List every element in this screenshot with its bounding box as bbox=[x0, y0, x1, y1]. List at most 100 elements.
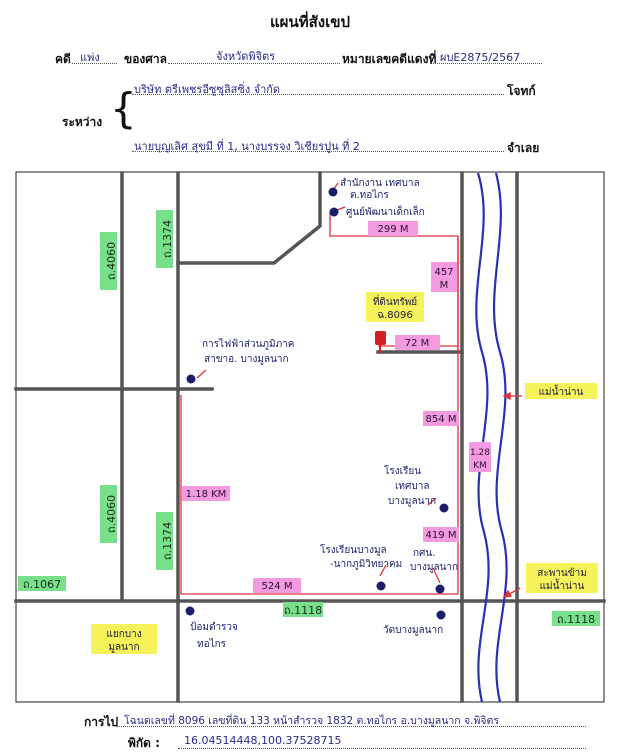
distance-457-unit: M bbox=[440, 280, 449, 291]
police-label-line1: ป้อมตำรวจ bbox=[190, 621, 238, 633]
coords-value: 16.04514448,100.37528715 bbox=[184, 734, 342, 747]
school1-label-line1: โรงเรียน bbox=[384, 464, 421, 477]
court-name-value: จังหวัดพิจิตร bbox=[216, 50, 276, 63]
distance-72: 72 M bbox=[405, 338, 430, 349]
d854-box bbox=[423, 411, 459, 426]
parcel-label-line2: ฉ.8096 bbox=[377, 310, 412, 321]
temple-label: วัดบางมูลนาก bbox=[383, 625, 443, 636]
child-center-marker bbox=[329, 207, 339, 217]
distance-419: 419 M bbox=[426, 530, 457, 541]
road-1374-top-box bbox=[156, 210, 173, 268]
school2-label-line2: -นากภูมิวิทยาคม bbox=[330, 559, 402, 570]
road-1374-bottom-box bbox=[156, 512, 173, 570]
office-label-line1: สำนักงาน เทศบาล bbox=[340, 178, 420, 189]
school2-label-line1: โรงเรียนบางมูล bbox=[320, 543, 387, 556]
coords-label: พิกัด : bbox=[128, 736, 160, 750]
office2-marker bbox=[435, 584, 445, 594]
d118-box bbox=[182, 486, 230, 501]
distance-118: 1.18 KM bbox=[186, 489, 227, 500]
bridge-box bbox=[526, 563, 598, 593]
office-label-line2: ต.ทอไกร bbox=[350, 189, 389, 201]
plaintiff-label: โจทก์ bbox=[507, 84, 536, 98]
junction-label-line1: แยกบาง bbox=[106, 629, 141, 640]
parcel-label-line1: ที่ดินทรัพย์ bbox=[373, 294, 417, 308]
road-1118-right-label: ถ.1118 bbox=[557, 613, 595, 626]
between-label: ระหว่าง bbox=[62, 115, 103, 129]
diagonal-road bbox=[176, 171, 322, 265]
road-1118-center-label: ถ.1118 bbox=[284, 604, 322, 617]
school1-label-line2: เทศบาล bbox=[395, 481, 429, 492]
coords-line bbox=[178, 748, 586, 749]
office2-label-line2: บางมูลนาก bbox=[410, 562, 458, 573]
road-1067-label: ถ.1067 bbox=[23, 578, 61, 591]
road-4060-bottom-label: ถ.4060 bbox=[105, 495, 118, 533]
court-label: ของศาล bbox=[124, 52, 167, 66]
d524-box bbox=[253, 578, 301, 593]
electric-label-line1: การไฟฟ้าส่วนภูมิภาค bbox=[202, 338, 294, 350]
d457-box bbox=[431, 262, 457, 292]
d72-box bbox=[395, 335, 440, 350]
child-center-label: ศูนย์พัฒนาเด็กเล็ก bbox=[346, 204, 425, 218]
bridge-label-line1: สะพานข้าม bbox=[537, 567, 587, 579]
plaintiff-line bbox=[132, 94, 504, 95]
police-label-line2: ทอไกร bbox=[197, 638, 227, 650]
road-1374-bottom-label: ถ.1374 bbox=[161, 522, 174, 560]
bridge-label-line2: แม่น้ำน่าน bbox=[540, 578, 585, 592]
map-frame bbox=[15, 171, 605, 703]
road-1374-top-label: ถ.1374 bbox=[161, 220, 174, 258]
school2-marker bbox=[376, 581, 386, 591]
arrows bbox=[196, 182, 522, 598]
junction-box bbox=[91, 624, 157, 654]
distance-128-number: 1.28 bbox=[470, 448, 490, 458]
red-number-label: หมายเลขคดีแดงที่ bbox=[342, 52, 437, 66]
directions-line bbox=[116, 726, 586, 727]
red-number-line bbox=[430, 63, 542, 64]
distance-457-number: 457 bbox=[434, 267, 453, 278]
office-marker bbox=[328, 187, 338, 197]
river-label: แม่น้ำน่าน bbox=[539, 384, 584, 398]
case-type-line bbox=[72, 63, 117, 64]
distance-299: 299 M bbox=[378, 224, 409, 235]
plaintiff-value: บริษัท ตรีเพชรอีซูซุลิสซิ่ง จำกัด bbox=[134, 83, 281, 96]
junction-label-line2: มูลนาก bbox=[108, 642, 139, 653]
directions-label: การไป bbox=[84, 715, 119, 729]
road-4060-top-label: ถ.4060 bbox=[105, 242, 118, 280]
parcel-box bbox=[366, 292, 424, 322]
electric-marker bbox=[186, 374, 196, 384]
office2-label-line1: กศน. bbox=[413, 548, 435, 559]
electric-label-line2: สาขาอ. บางมูลนาก bbox=[204, 354, 289, 365]
police-marker bbox=[185, 606, 195, 616]
defendant-label: จำเลย bbox=[507, 141, 540, 155]
case-label: คดี bbox=[55, 52, 71, 66]
school1-label-line3: บางมูลนาก bbox=[388, 496, 436, 507]
place-highlights bbox=[91, 292, 598, 654]
road-4060-top-box bbox=[100, 232, 117, 290]
road-1118-right-box bbox=[552, 611, 600, 626]
document-title: แผนที่สังเขป bbox=[270, 13, 350, 31]
road-4060-bottom-box bbox=[100, 485, 117, 543]
red-number-value: ผบE2875/2567 bbox=[440, 51, 521, 64]
road-1118-center-box bbox=[283, 602, 323, 617]
case-type-value: แพ่ง bbox=[80, 51, 100, 64]
route-lines bbox=[180, 212, 459, 595]
d128-box bbox=[469, 442, 491, 472]
defendant-line bbox=[132, 151, 504, 152]
road-highlights bbox=[18, 210, 600, 626]
defendant-value: นายบุญเลิศ สุขมี ที่ 1, นางบรรจง วิเชียร… bbox=[134, 140, 360, 153]
school1-marker bbox=[439, 503, 449, 513]
river-box bbox=[525, 383, 597, 399]
d299-box bbox=[368, 221, 418, 236]
court-name-line bbox=[168, 63, 340, 64]
parcel-pin-icon bbox=[375, 331, 386, 353]
distance-highlights bbox=[182, 221, 491, 593]
road-1067-box bbox=[18, 576, 66, 591]
place-markers bbox=[185, 187, 449, 620]
distance-128-unit: KM bbox=[473, 461, 487, 471]
d419-box bbox=[423, 527, 459, 542]
temple-marker bbox=[436, 610, 446, 620]
river bbox=[475, 172, 508, 703]
distance-524: 524 M bbox=[262, 581, 293, 592]
distance-854: 854 M bbox=[426, 414, 457, 425]
directions-value: โฉนดเลขที่ 8096 เลขที่ดิน 133 หน้าสำรวจ … bbox=[124, 715, 500, 727]
